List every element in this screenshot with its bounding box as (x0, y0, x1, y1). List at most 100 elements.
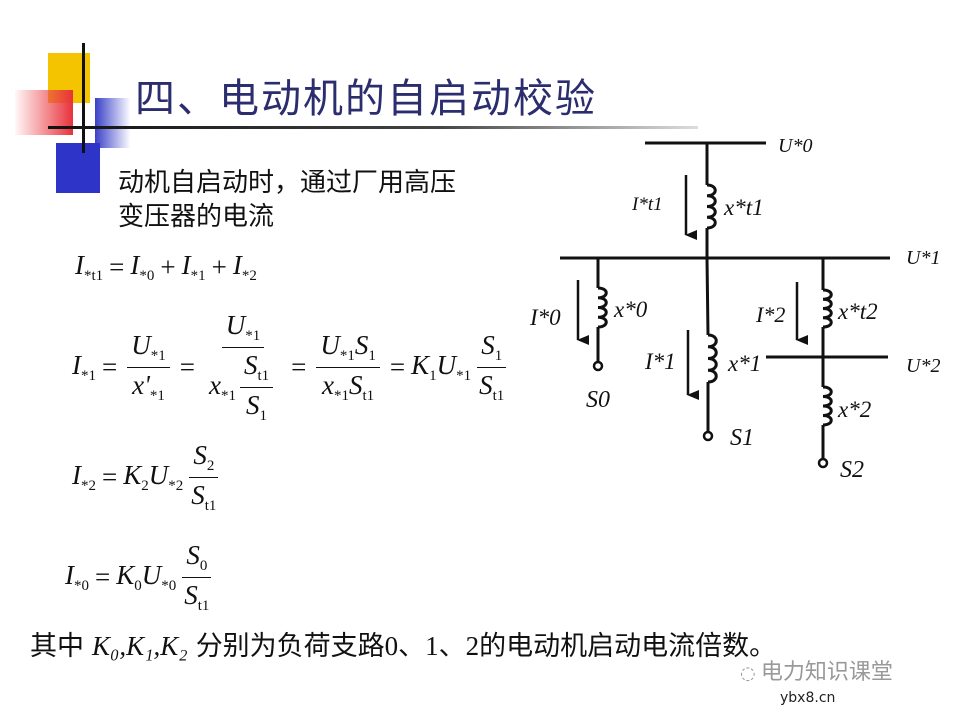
label-s2: S2 (840, 457, 864, 483)
fraction-denominator: St1 (187, 478, 220, 515)
math-symbol: S0 (186, 540, 208, 574)
terminal-s0 (592, 360, 604, 372)
fraction-numerator: U*1 (127, 330, 170, 368)
math-symbol: St1 (243, 350, 270, 384)
math-symbol: x'*1 (132, 370, 165, 404)
vertical-line-decoration (82, 43, 85, 153)
blue-square-decoration (56, 143, 100, 193)
label-u1: U*1 (906, 247, 941, 269)
math-symbol: U*1 (320, 330, 355, 364)
terminal-s2 (817, 457, 829, 469)
footer-k-terms: K₀,K₁,K₂ (92, 631, 188, 661)
math-symbol: S1 (481, 330, 503, 364)
math-operator: = (109, 252, 125, 282)
math-symbol: S1 (354, 330, 376, 364)
watermark-name: 电力知识课堂 (760, 660, 893, 685)
math-symbol: St1 (349, 370, 375, 404)
math-symbol: S1 (246, 390, 268, 424)
label-s0: S0 (586, 387, 610, 413)
fraction-numerator: U*1 (221, 310, 265, 348)
terminal-s1 (702, 430, 714, 442)
label-i2: I*2 (756, 302, 786, 327)
math-symbol: I*0 (130, 250, 155, 284)
math-symbol: K0 (116, 560, 142, 594)
math-symbol: x*1 (322, 370, 350, 404)
math-symbol: U*1 (131, 330, 166, 364)
math-symbol: St1 (191, 480, 217, 514)
label-x0: x*0 (614, 297, 648, 322)
label-it1: I*t1 (632, 194, 663, 215)
math-operator: = (291, 352, 307, 382)
intro-line-2: 变压器的电流 (118, 202, 275, 232)
intro-line-1: 动机自启动时，通过厂用高压 (118, 168, 457, 198)
label-u2: U*2 (906, 355, 941, 377)
label-u0: U*0 (778, 135, 813, 157)
math-symbol: S2 (193, 440, 215, 474)
inductor-coil (822, 288, 833, 329)
blue-gradient-decoration (95, 98, 130, 148)
footer-prefix: 其中 (30, 631, 84, 662)
label-xt2: x*t2 (838, 299, 878, 324)
fraction-denominator: St1 (475, 368, 508, 405)
watermark: ◌ 电力知识课堂 ybx8.cn (740, 660, 893, 706)
math-symbol: K2 (123, 460, 149, 494)
page-title: 四、电动机的自启动校验 (135, 76, 597, 122)
fraction-numerator: St1 (239, 350, 274, 388)
inductor-coil (822, 385, 833, 427)
math-symbol: St1 (184, 580, 210, 614)
math-symbol: U*0 (141, 560, 177, 594)
math-operator: = (389, 352, 406, 382)
label-x2: x*2 (838, 397, 872, 422)
math-symbol: x*1 (208, 370, 236, 404)
math-operator: = (95, 562, 111, 592)
math-symbol: U*1 (225, 310, 261, 344)
fraction-denominator: St1 (180, 578, 213, 615)
math-symbol: St1 (479, 370, 505, 404)
fraction-numerator: S0 (182, 540, 212, 578)
footer-suffix: 分别为负荷支路0、1、2的电动机启动电流倍数。 (195, 631, 777, 661)
math-symbol: I*0 (65, 560, 89, 594)
math-symbol: I*1 (181, 250, 206, 284)
title-underline (48, 126, 698, 129)
inductor-coil (706, 183, 717, 230)
footer-note: 其中 K₀,K₁,K₂ 分别为负荷支路0、1、2的电动机启动电流倍数。 (30, 624, 776, 663)
math-fraction: U*1 x'*1 (127, 330, 170, 405)
branch1 (705, 257, 710, 432)
inductor-coil (597, 286, 608, 329)
wechat-icon: ◌ (740, 663, 756, 684)
math-operator: = (102, 352, 118, 382)
fraction-denominator: S1 (242, 388, 271, 425)
label-s1: S1 (730, 425, 754, 451)
fraction-numerator: S2 (189, 440, 219, 478)
math-operator: + (211, 252, 227, 282)
math-symbol: U*2 (148, 460, 184, 494)
math-symbol: I*1 (72, 350, 96, 384)
math-symbol: I*t1 (75, 250, 104, 284)
math-operator: + (160, 252, 176, 282)
label-i1: I*1 (645, 349, 676, 374)
math-symbol: U*1 (436, 350, 472, 384)
watermark-site: ybx8.cn (780, 690, 836, 706)
fraction-numerator: S1 (477, 330, 507, 368)
math-operator: = (179, 352, 195, 382)
label-x1: x*1 (728, 351, 762, 376)
label-i0: I*0 (530, 305, 561, 330)
math-symbol: I*2 (232, 250, 257, 284)
label-xt1: x*t1 (724, 195, 764, 220)
equation-transformer-current: I*t1=I*0+I*1+I*2 (75, 250, 257, 285)
math-operator: = (102, 462, 118, 492)
fraction-denominator: x'*1 (128, 368, 169, 405)
